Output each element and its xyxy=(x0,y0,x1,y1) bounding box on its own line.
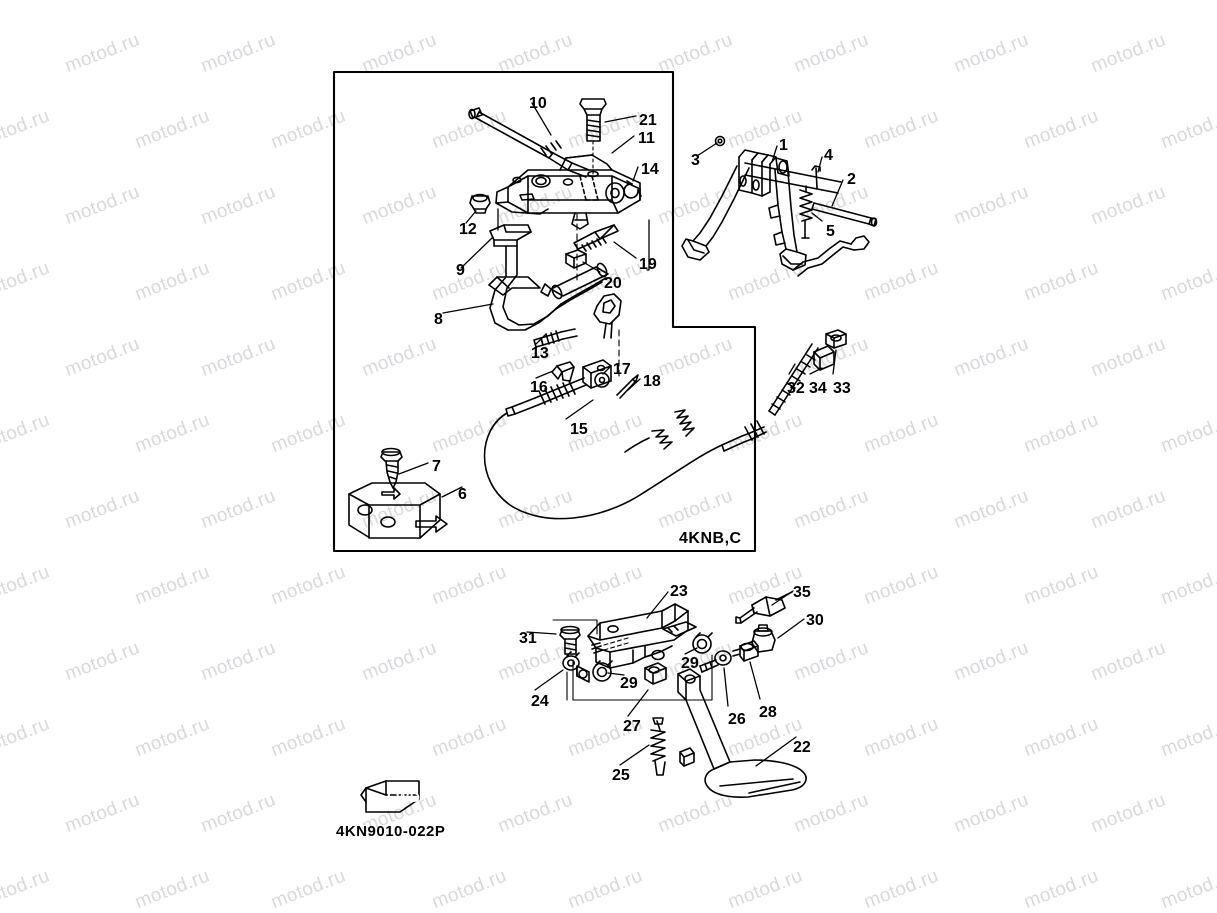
callout-number-28: 28 xyxy=(759,704,777,721)
callout-number-26: 26 xyxy=(728,711,746,728)
callout-number-24: 24 xyxy=(531,693,549,710)
callout-number-27: 27 xyxy=(623,718,641,735)
callout-number-22: 22 xyxy=(793,739,811,756)
diagram-code: 4KN9010-022P xyxy=(336,823,446,840)
callout-number-17: 17 xyxy=(613,361,631,378)
callout-number-6: 6 xyxy=(458,486,467,503)
callout-number-25: 25 xyxy=(612,767,630,784)
callout-number-8: 8 xyxy=(434,311,443,328)
callout-number-18: 18 xyxy=(643,373,661,390)
callout-number-29: 29 xyxy=(620,675,638,692)
callout-number-33: 33 xyxy=(833,380,851,397)
callout-number-9: 9 xyxy=(456,262,465,279)
callout-number-7: 7 xyxy=(432,458,441,475)
callout-number-19: 19 xyxy=(639,256,657,273)
fwd-arrow-symbol xyxy=(360,780,420,813)
callout-number-34: 34 xyxy=(809,380,827,397)
leader-lines xyxy=(398,102,844,767)
callout-number-31: 31 xyxy=(519,630,537,647)
callout-number-35: 35 xyxy=(793,584,811,601)
callout-number-2: 2 xyxy=(847,171,856,188)
callout-number-11: 11 xyxy=(638,130,655,147)
callout-number-4: 4 xyxy=(824,147,833,164)
fwd-label: FWD xyxy=(387,789,421,805)
callout-number-32: 32 xyxy=(787,380,805,397)
box-variant-code: 4KNB,C xyxy=(679,530,742,547)
callout-number-13: 13 xyxy=(531,345,549,362)
callout-number-20: 20 xyxy=(604,275,622,292)
callout-number-1: 1 xyxy=(779,137,788,154)
callout-number-3: 3 xyxy=(691,152,700,169)
callout-number-15: 15 xyxy=(570,421,588,438)
callout-number-10: 10 xyxy=(529,95,547,112)
diagram-border-box xyxy=(332,70,757,553)
callout-number-12: 12 xyxy=(459,221,477,238)
callout-number-23: 23 xyxy=(670,583,688,600)
callout-number-29: 29 xyxy=(681,655,699,672)
callout-number-14: 14 xyxy=(641,161,659,178)
callout-number-30: 30 xyxy=(806,612,824,629)
callout-number-21: 21 xyxy=(639,112,657,129)
callout-number-16: 16 xyxy=(530,379,548,396)
callout-number-5: 5 xyxy=(826,223,835,240)
